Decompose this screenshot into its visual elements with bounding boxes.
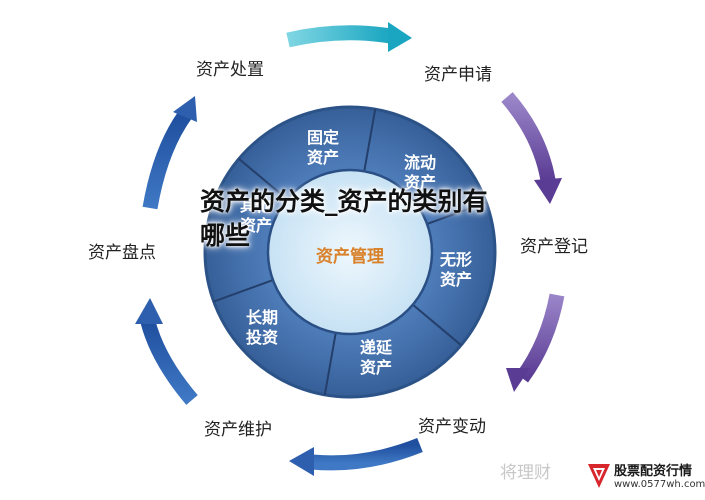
segment-deferred-assets-line1: 递延 xyxy=(360,338,393,357)
arrow-head-maintenance xyxy=(289,447,314,476)
overlay-title: 资产的分类_资产的类别有哪些 xyxy=(200,187,488,250)
segment-fixed-assets-line1: 固定 xyxy=(307,128,339,147)
stage-label-registration: 资产登记 xyxy=(520,237,588,257)
site-logo-icon xyxy=(588,464,610,488)
arrow-inventory-to-disposal xyxy=(142,110,192,210)
arrow-application-to-registration xyxy=(501,92,556,182)
segment-long-term-investment-line1: 长期 xyxy=(246,308,278,327)
stage-label-disposal: 资产处置 xyxy=(196,60,264,80)
arrow-disposal-to-application xyxy=(286,25,392,48)
segment-current-assets-line1: 流动 xyxy=(404,153,436,172)
stage-label-maintenance: 资产维护 xyxy=(204,420,272,440)
arrow-head-inventory xyxy=(135,298,163,324)
arrow-registration-to-change xyxy=(515,293,565,383)
segment-other-assets-line2: 资产 xyxy=(240,216,272,235)
site-badge: 股票配资行情 www.0577wh.com xyxy=(586,458,705,496)
arrow-head-disposal xyxy=(173,96,197,122)
segment-intangible-assets-line2: 资产 xyxy=(440,270,472,289)
stage-label-change: 资产变动 xyxy=(418,417,486,437)
arrow-head-registration xyxy=(534,178,562,204)
segment-current-assets-line2: 资产 xyxy=(404,173,436,192)
arrow-head-change xyxy=(506,368,530,392)
segment-fixed-assets-line2: 资产 xyxy=(307,148,339,167)
center-circle xyxy=(266,168,434,336)
center-label: 资产管理 xyxy=(316,246,384,267)
arrow-maintenance-to-inventory xyxy=(140,319,198,405)
segment-deferred-assets-line2: 资产 xyxy=(360,358,392,377)
site-badge-title: 股票配资行情 xyxy=(614,464,693,479)
segment-intangible-assets-line1: 无形 xyxy=(439,250,472,269)
segment-other-assets-line1: 其他 xyxy=(240,196,272,215)
arrow-change-to-maintenance xyxy=(311,438,423,471)
stage-label-inventory: 资产盘点 xyxy=(88,243,156,263)
arrow-head-application xyxy=(388,22,412,52)
site-badge-url: www.0577wh.com xyxy=(614,479,705,490)
segment-long-term-investment-line2: 投资 xyxy=(246,328,278,347)
stage-label-application: 资产申请 xyxy=(424,65,492,85)
watermark-text: 将理财 xyxy=(500,463,551,483)
